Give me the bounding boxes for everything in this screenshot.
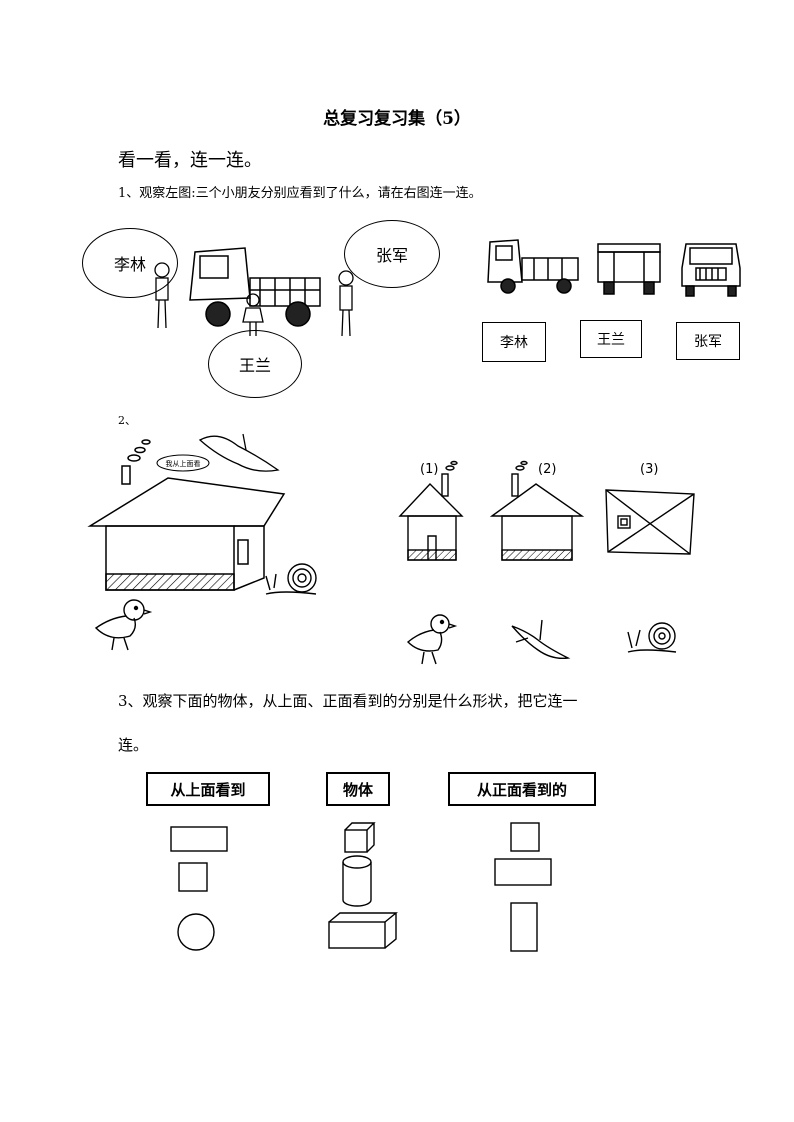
q3-instruction-line1: 3、观察下面的物体，从上面、正面看到的分别是什么形状，把它连一	[118, 692, 578, 710]
speech-bubble-lilin: 李林	[82, 228, 178, 298]
top-view-square[interactable]	[178, 862, 210, 894]
truck-figure	[189, 247, 321, 327]
chick-option-figure[interactable]	[404, 612, 458, 666]
speech-bubble-wanglan: 王兰	[208, 330, 302, 398]
child-lilin-figure	[154, 262, 170, 329]
front-view-square[interactable]	[510, 822, 542, 854]
name-box-label: 李林	[500, 335, 528, 351]
page-title: 总复习复习集（5）	[323, 109, 471, 129]
q2-number: 2、	[118, 414, 136, 427]
object-cube[interactable]	[344, 822, 376, 854]
snail-figure	[265, 563, 317, 595]
truck-back-view	[597, 243, 661, 295]
bird-option-figure[interactable]	[508, 618, 572, 664]
header-front-view: 从正面看到的	[448, 772, 596, 806]
name-box-2[interactable]: 王兰	[580, 320, 642, 358]
object-cylinder[interactable]	[340, 854, 376, 910]
name-box-label: 王兰	[597, 332, 625, 348]
option-label-2: (2)	[538, 462, 557, 477]
name-box-label: 张军	[694, 334, 722, 350]
front-view-rectangle-tall[interactable]	[510, 902, 540, 954]
truck-scene-illustration	[154, 247, 354, 337]
house-view-option-3[interactable]	[602, 486, 698, 558]
q3-instruction-line2: 连。	[118, 736, 149, 754]
child-wanglan-figure	[242, 293, 264, 336]
option-label-3: (3)	[640, 462, 659, 477]
name-box-3[interactable]: 张军	[676, 322, 740, 360]
speech-bubble-zhangjun: 张军	[344, 220, 440, 288]
chick-figure	[94, 599, 153, 651]
top-view-circle[interactable]	[176, 912, 218, 954]
name-box-1[interactable]: 李林	[482, 322, 546, 362]
header-label: 物体	[342, 780, 373, 799]
header-top-view: 从上面看到	[146, 772, 270, 806]
snail-option-figure[interactable]	[624, 618, 684, 658]
q1-instruction: 1、观察左图:三个小朋友分别应看到了什么，请在右图连一连。	[118, 186, 482, 201]
house-scene-illustration: 我从上面看	[87, 433, 286, 591]
object-cuboid[interactable]	[328, 912, 398, 950]
section-subtitle: 看一看，连一连。	[118, 150, 262, 171]
house-view-option-2[interactable]	[489, 460, 586, 566]
front-view-rectangle-wide[interactable]	[494, 858, 554, 888]
bubble-label: 张军	[375, 246, 408, 265]
header-object: 物体	[326, 772, 390, 806]
bird-on-roof-figure	[198, 433, 280, 472]
header-label: 从正面看到的	[476, 780, 567, 799]
house-view-option-1[interactable]	[398, 460, 466, 566]
truck-side-view	[487, 239, 579, 294]
header-label: 从上面看到	[170, 780, 246, 799]
option-label-1: (1)	[420, 462, 439, 477]
bubble-label: 李林	[113, 255, 146, 274]
bird-bubble-text: 我从上面看	[166, 459, 201, 468]
top-view-rectangle[interactable]	[170, 826, 230, 854]
bubble-label: 王兰	[238, 356, 271, 375]
truck-front-view	[681, 243, 741, 297]
child-zhangjun-figure	[338, 270, 354, 337]
